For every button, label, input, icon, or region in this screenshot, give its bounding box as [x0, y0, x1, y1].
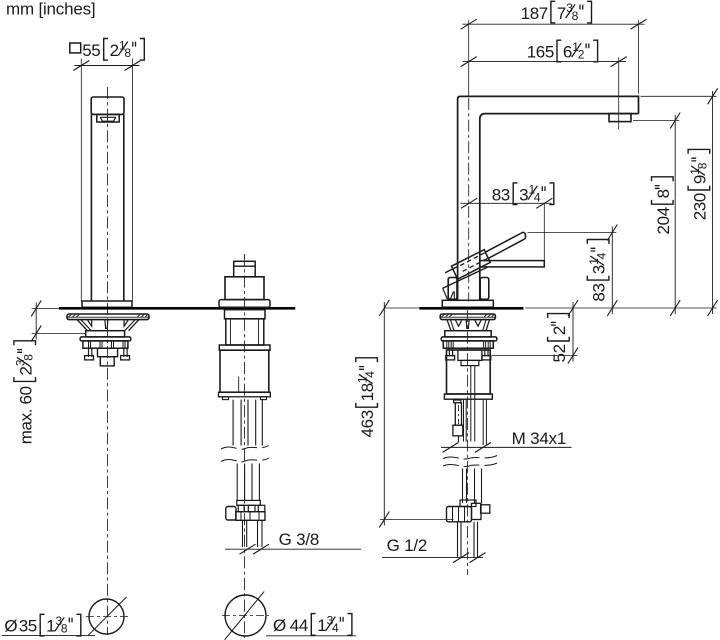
svg-text:1: 1: [688, 168, 702, 175]
svg-text:8: 8: [696, 162, 710, 169]
svg-text:8: 8: [21, 354, 35, 361]
svg-text:9: 9: [691, 175, 710, 184]
svg-text:4: 4: [363, 371, 377, 378]
svg-text:2: 2: [16, 366, 35, 375]
svg-text:2: 2: [578, 48, 585, 62]
svg-text:3: 3: [566, 1, 573, 15]
svg-text:165: 165: [527, 43, 554, 62]
svg-text:1: 1: [356, 376, 370, 383]
svg-text:83: 83: [590, 283, 609, 301]
svg-text:8: 8: [654, 189, 673, 198]
svg-text:Ø: Ø: [273, 616, 286, 635]
svg-text:35: 35: [19, 617, 37, 636]
svg-text:1: 1: [572, 40, 579, 54]
svg-text:4: 4: [332, 621, 339, 635]
svg-text:52: 52: [550, 344, 569, 362]
svg-text:G 3/8: G 3/8: [279, 530, 320, 549]
svg-text:1: 1: [529, 183, 536, 197]
svg-text:1: 1: [119, 38, 126, 52]
svg-text:18: 18: [358, 383, 377, 401]
svg-text:55: 55: [82, 41, 100, 60]
svg-text:mm [inches]: mm [inches]: [6, 0, 95, 18]
svg-text:8: 8: [572, 9, 579, 23]
svg-text:Ø: Ø: [4, 617, 17, 636]
svg-text:1: 1: [46, 617, 55, 636]
svg-text:4: 4: [534, 190, 541, 204]
svg-text:3: 3: [519, 185, 528, 204]
svg-text:187: 187: [521, 4, 548, 23]
svg-text:3: 3: [56, 614, 63, 628]
svg-text:7: 7: [557, 4, 566, 23]
svg-text:4: 4: [595, 252, 609, 259]
svg-text:8: 8: [61, 622, 68, 636]
svg-text:2: 2: [110, 41, 119, 60]
svg-text:463: 463: [358, 410, 377, 437]
svg-text:3: 3: [14, 359, 28, 366]
svg-text:max. 60: max. 60: [16, 386, 35, 444]
svg-text:8: 8: [124, 46, 131, 60]
svg-text:G 1/2: G 1/2: [387, 536, 428, 555]
svg-text:3: 3: [327, 613, 334, 627]
svg-text:M 34x1: M 34x1: [512, 429, 567, 448]
svg-text:1: 1: [317, 616, 326, 635]
svg-text:6: 6: [563, 43, 572, 62]
svg-text:230: 230: [691, 193, 710, 220]
svg-text:83: 83: [492, 185, 510, 204]
svg-text:204: 204: [654, 207, 673, 234]
svg-text:3: 3: [590, 265, 609, 274]
svg-text:44: 44: [290, 616, 308, 635]
svg-text:2: 2: [550, 326, 569, 335]
svg-text:1: 1: [587, 258, 601, 265]
